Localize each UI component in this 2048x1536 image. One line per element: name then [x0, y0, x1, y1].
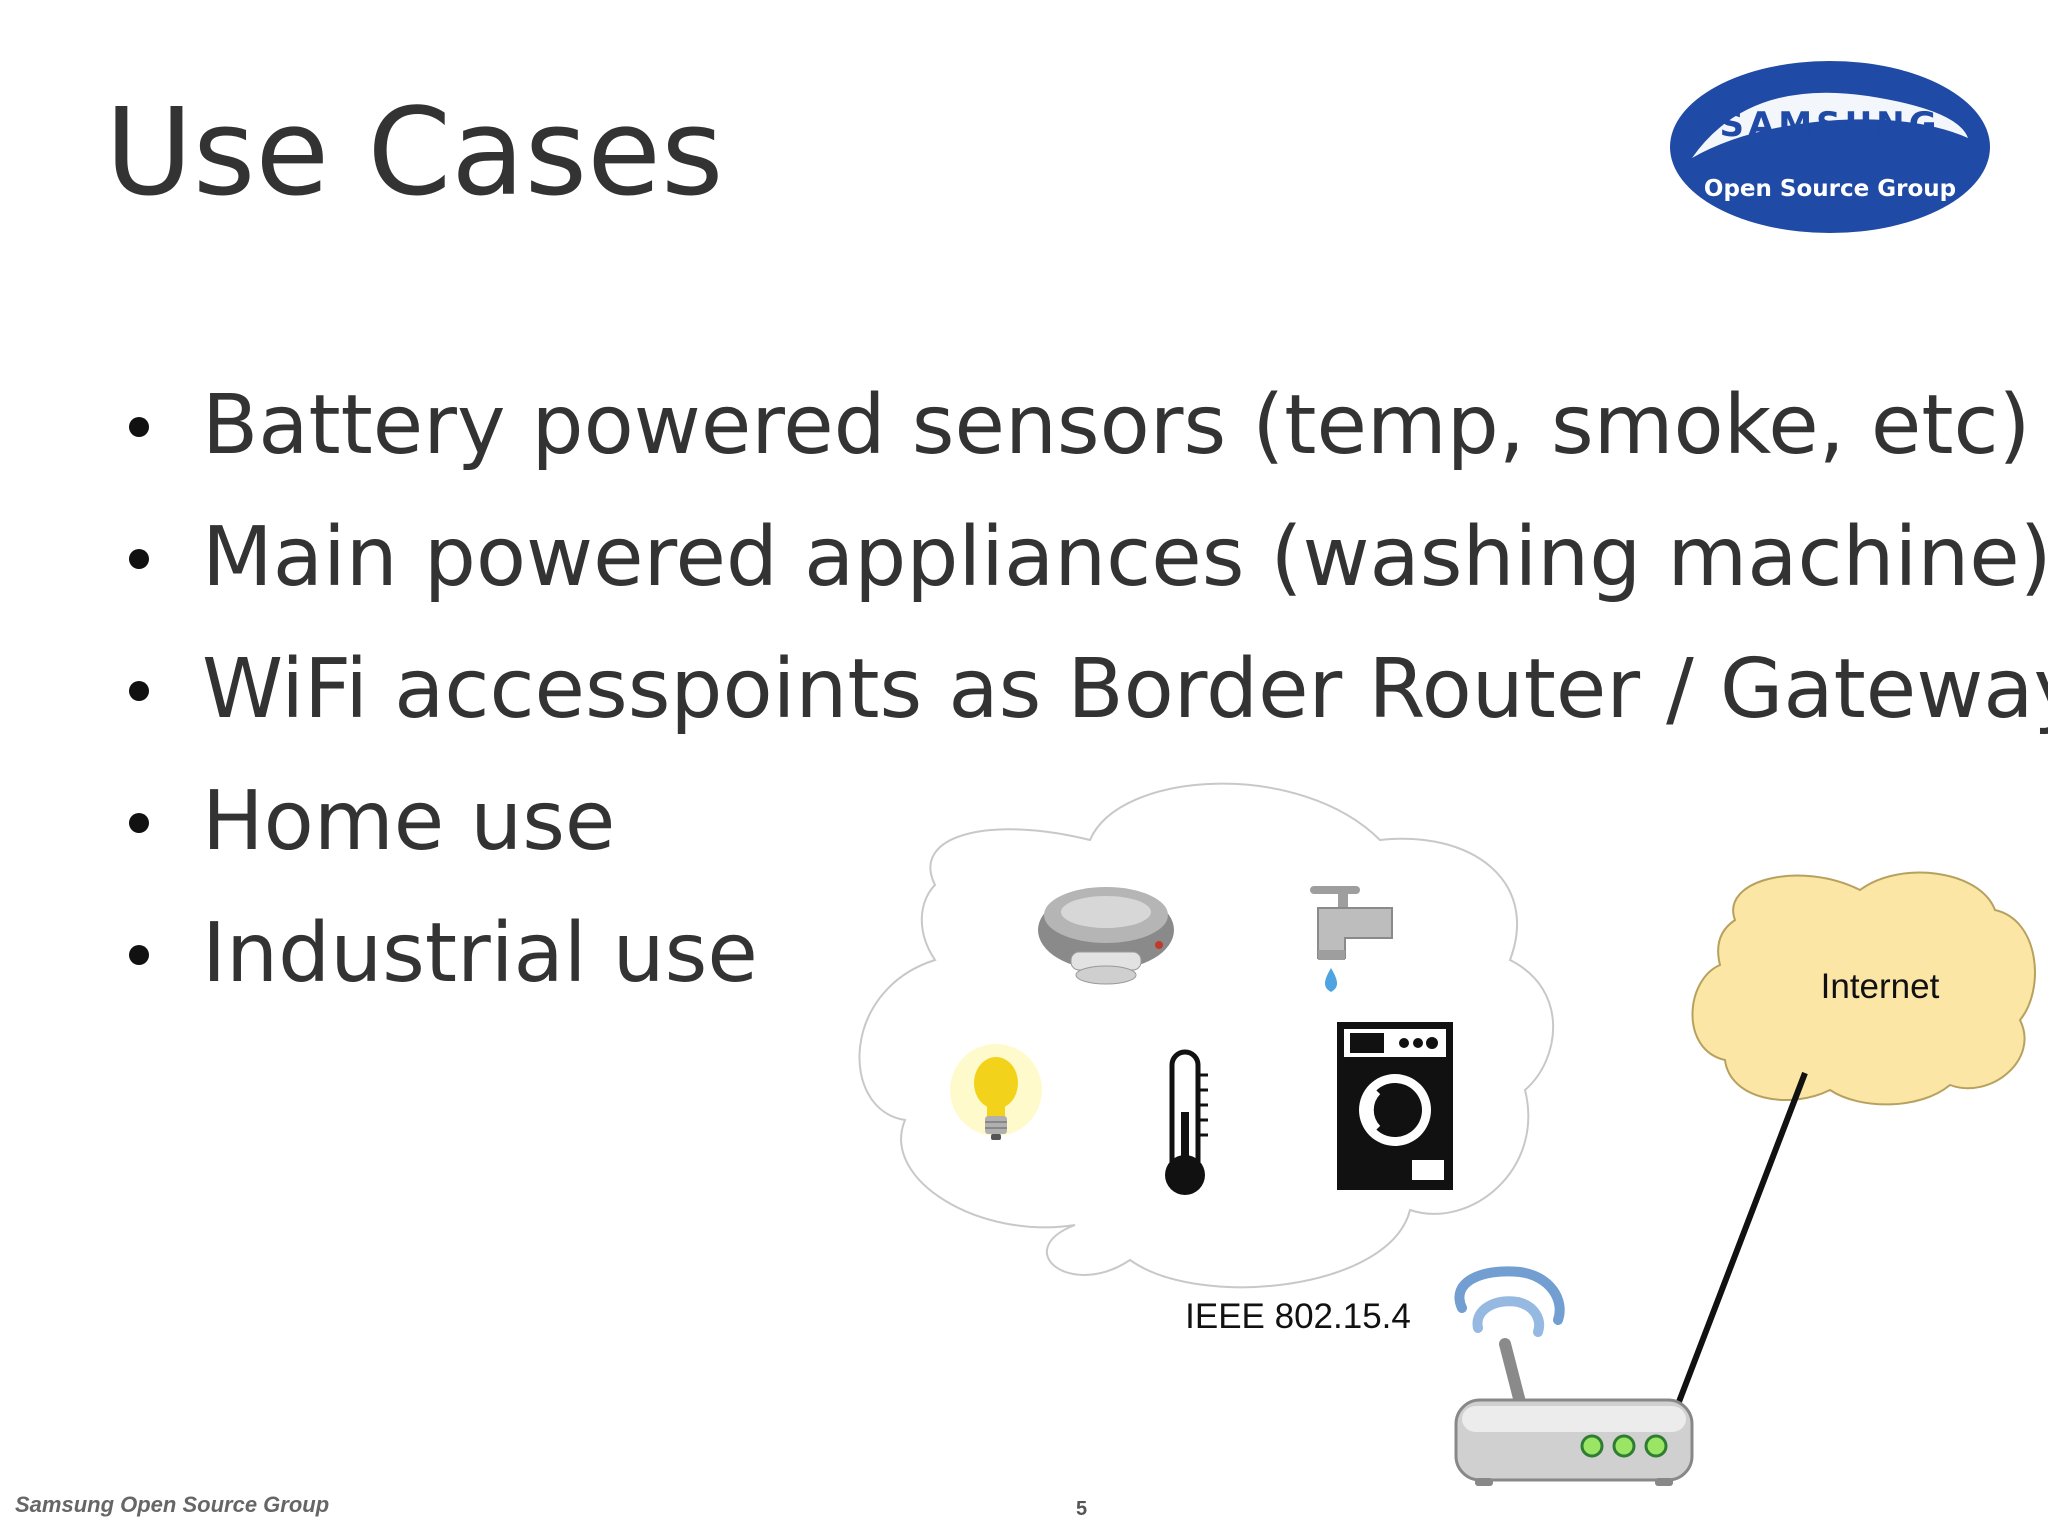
bullet-dot	[129, 417, 149, 437]
bullet-text: Main powered appliances (washing machine…	[202, 510, 2048, 605]
logo-subtitle: Open Source Group	[1704, 176, 1956, 202]
bullet-item: Main powered appliances (washing machine…	[125, 492, 2048, 624]
page-number: 5	[1076, 1498, 1088, 1520]
bullet-dot	[129, 945, 149, 965]
network-label: IEEE 802.15.4	[1185, 1297, 1411, 1336]
bullet-item: Home use	[125, 756, 2048, 888]
bullet-text: Home use	[202, 774, 616, 869]
bullet-item: WiFi accesspoints as Border Router / Gat…	[125, 624, 2048, 756]
bullet-dot	[129, 813, 149, 833]
washing-machine-icon	[1337, 1022, 1453, 1190]
thermometer-icon	[1165, 1049, 1208, 1195]
bullet-dot	[129, 681, 149, 701]
slide-title: Use Cases	[105, 84, 724, 223]
bullet-text: Battery powered sensors (temp, smoke, et…	[202, 378, 2031, 473]
smoke-detector-icon	[1038, 887, 1174, 985]
router-internet-link	[1669, 1071, 1808, 1422]
bullet-text: WiFi accesspoints as Border Router / Gat…	[202, 642, 2048, 737]
bullet-list: Battery powered sensors (temp, smoke, et…	[125, 360, 2048, 1020]
internet-label: Internet	[1821, 967, 1940, 1006]
internet-cloud	[1691, 871, 2036, 1106]
bullet-item: Battery powered sensors (temp, smoke, et…	[125, 360, 2048, 492]
water-tap-icon	[1310, 886, 1393, 992]
bullet-item: Industrial use	[125, 888, 2048, 1020]
light-bulb-icon	[950, 1044, 1042, 1140]
bullet-dot	[129, 549, 149, 569]
logo-brand: SAMSUNG	[1719, 105, 1940, 145]
footer-org: Samsung Open Source Group	[15, 1492, 330, 1517]
bullet-text: Industrial use	[202, 906, 758, 1001]
wifi-router-icon	[1454, 1266, 1694, 1486]
samsung-logo: SAMSUNG Open Source Group	[1670, 61, 1990, 233]
